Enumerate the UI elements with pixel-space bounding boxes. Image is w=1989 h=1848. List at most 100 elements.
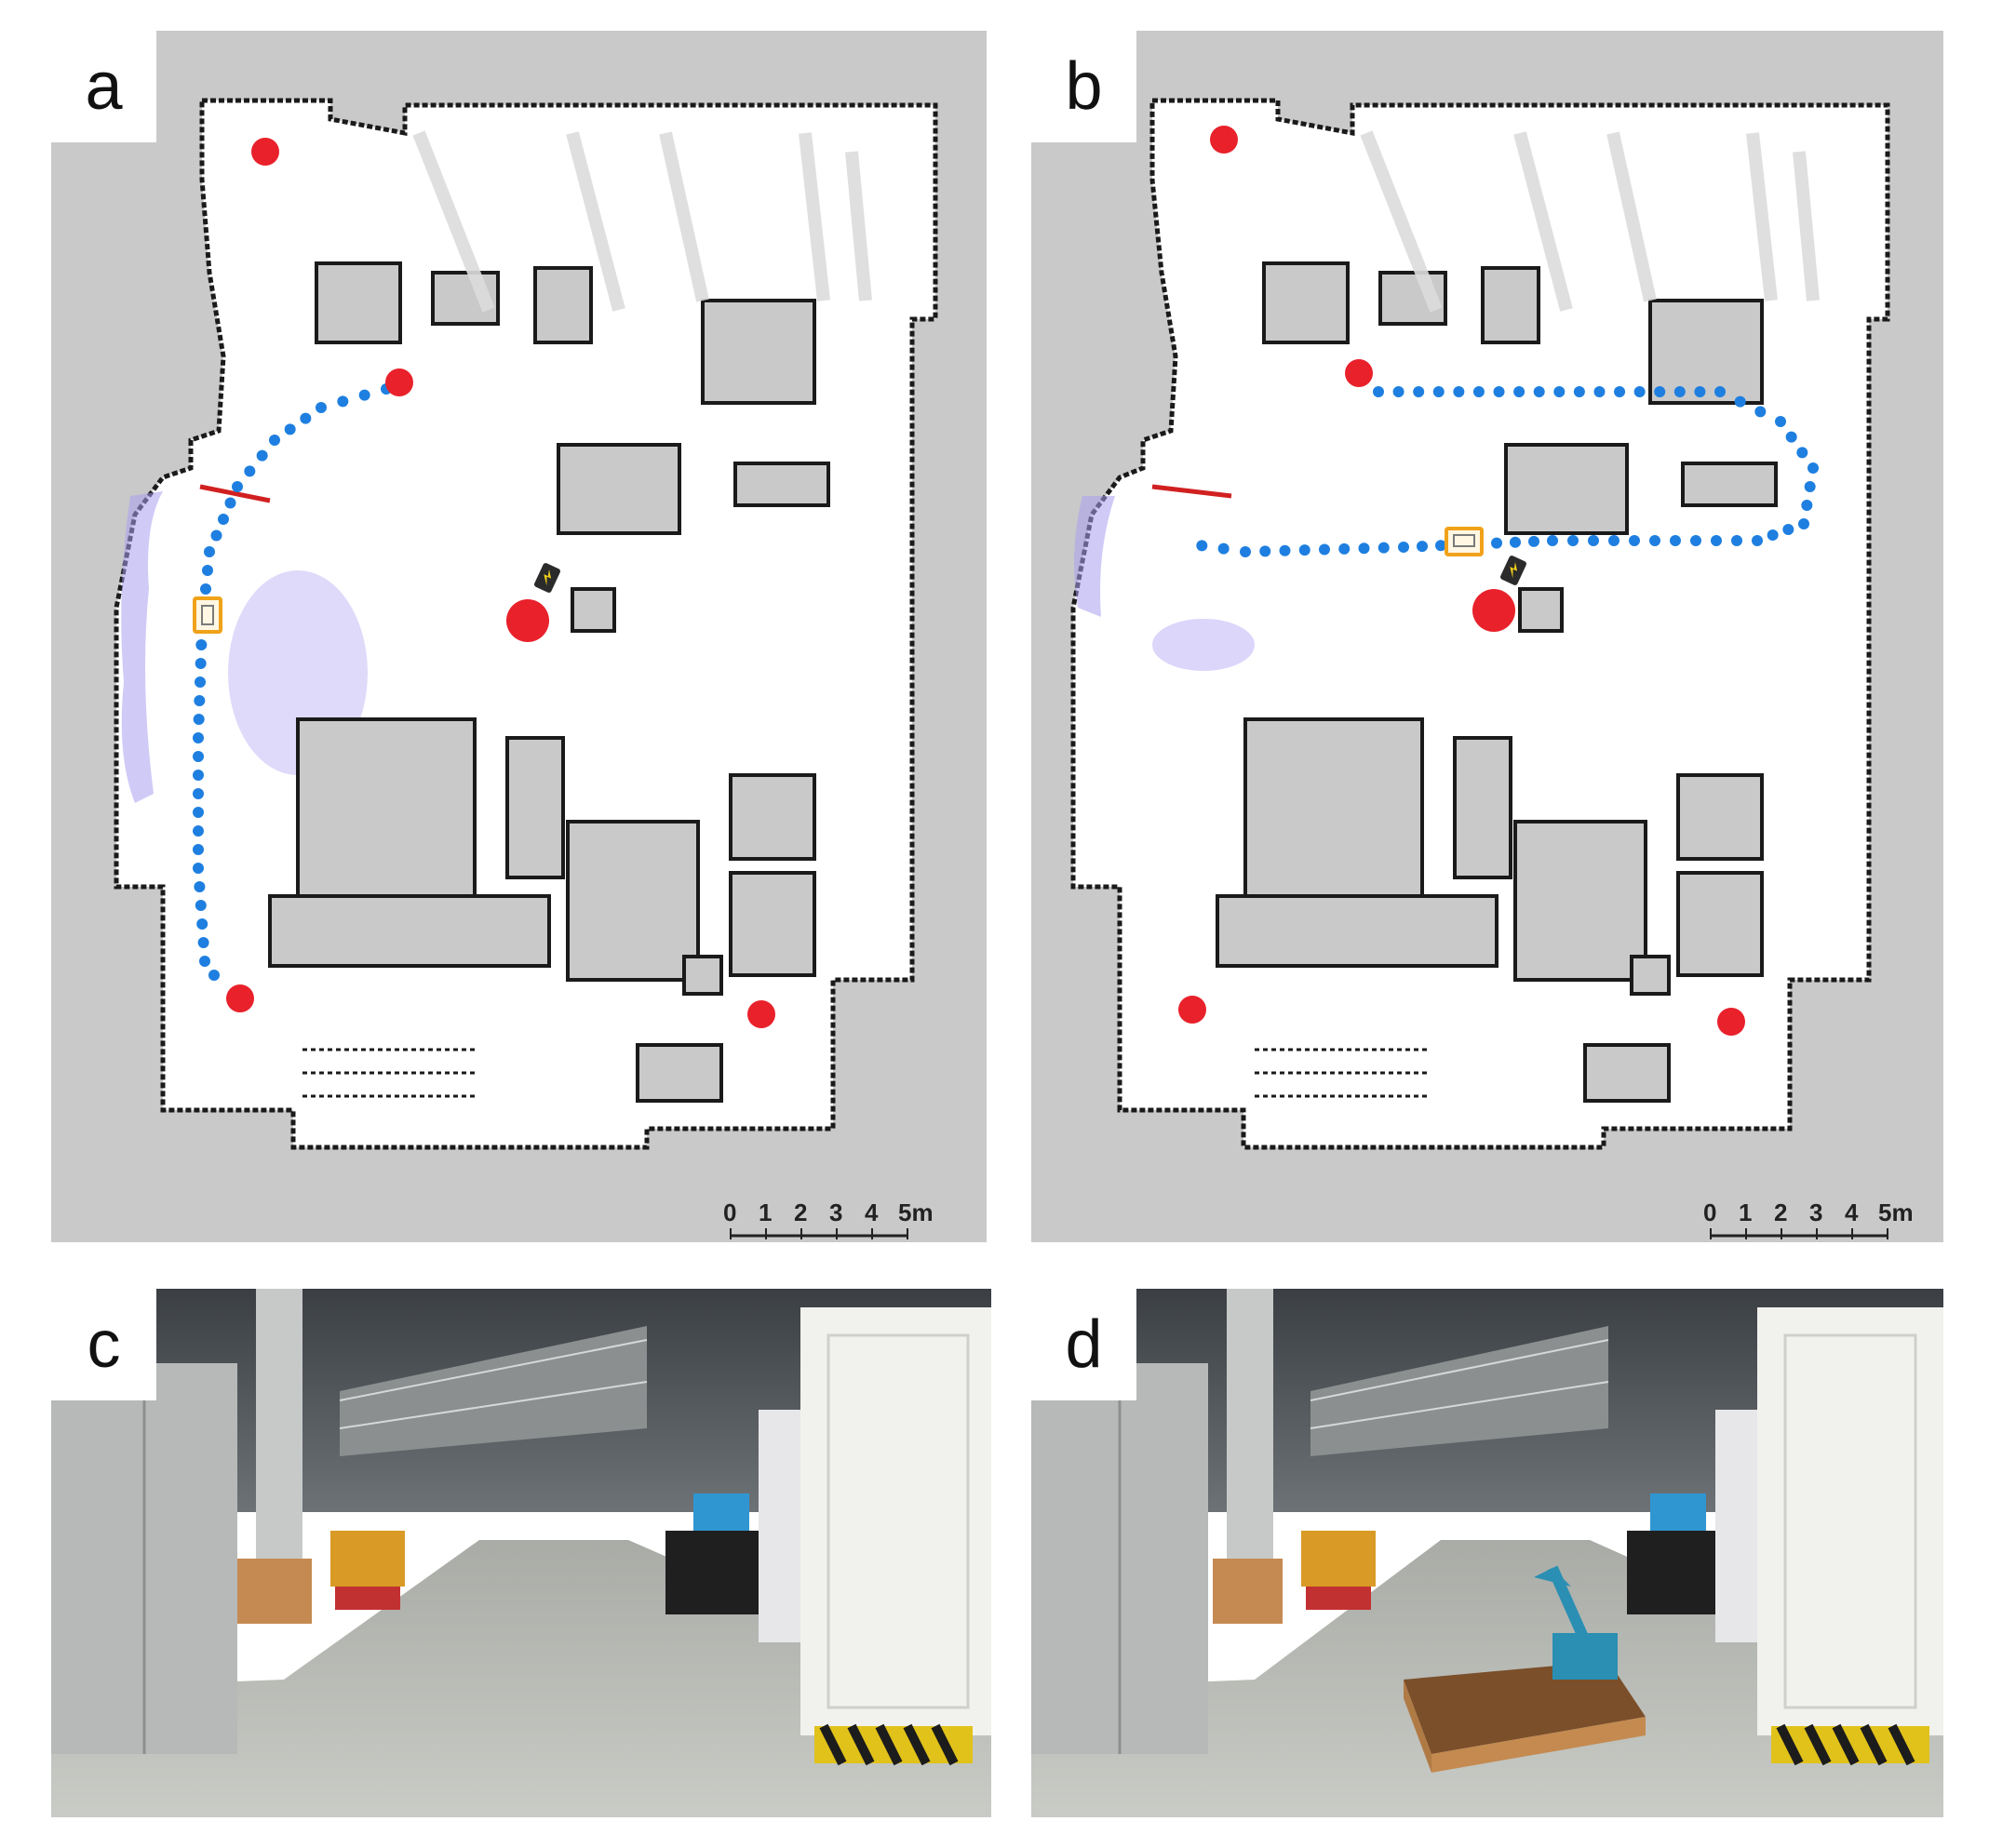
robot-marker (506, 599, 549, 642)
goal-marker (251, 138, 279, 166)
path-dot (1435, 540, 1446, 552)
machine-base (665, 1531, 768, 1614)
path-dot (1453, 386, 1465, 397)
path-dot (1752, 535, 1763, 546)
path-dot (193, 770, 204, 781)
path-dot (1608, 535, 1619, 546)
path-dot (1417, 541, 1428, 553)
photo-panel-c: c (51, 1289, 991, 1817)
path-dot (202, 565, 213, 576)
path-dot (195, 900, 207, 911)
path-dot (1491, 537, 1502, 549)
panel-label-box (51, 1289, 156, 1400)
path-dot (1413, 386, 1425, 397)
path-dot (1673, 386, 1686, 397)
path-dot (1614, 386, 1626, 397)
scale-tick-label: 1 (1739, 1199, 1753, 1226)
path-dot (224, 497, 236, 509)
map-a-inflation-left (121, 491, 163, 803)
path-dot (193, 863, 204, 874)
yellow-cart (1301, 1531, 1376, 1587)
panel-label-box (51, 31, 156, 142)
path-dot (1493, 386, 1505, 397)
path-dot (1690, 535, 1701, 546)
path-dot (1654, 386, 1666, 397)
path-dot (193, 807, 204, 818)
charging-station-icon (534, 563, 560, 593)
blue-machine (693, 1493, 749, 1531)
path-dot (1731, 535, 1742, 546)
door-panel (1783, 1333, 1917, 1709)
path-dot (1633, 386, 1646, 397)
scale-tick-label: 4 (865, 1199, 879, 1226)
map-panel-b: b 0 1 2 3 4 5m (1031, 31, 1943, 1242)
path-dot (358, 389, 370, 401)
path-dot (195, 676, 206, 688)
scale-bar-line (1710, 1228, 1888, 1239)
path-dot (1279, 544, 1291, 556)
path-dot (284, 423, 296, 435)
path-dot (244, 465, 256, 477)
path-dot (1398, 542, 1409, 553)
path-dot (193, 788, 204, 799)
mezzanine (340, 1326, 647, 1456)
path-dot (1801, 500, 1813, 511)
path-dot (1782, 524, 1794, 535)
map-b-racks (1255, 1048, 1427, 1098)
scale-bar-line (730, 1228, 908, 1239)
path-dot (1798, 518, 1809, 529)
map-a-svg (51, 31, 987, 1242)
path-dot (1547, 535, 1558, 546)
scale-tick-label: 5m (898, 1199, 934, 1226)
scale-tick-label: 2 (1774, 1199, 1788, 1226)
poster-stand (759, 1410, 800, 1642)
path-dot (210, 529, 222, 542)
path-dot (194, 695, 206, 706)
cart-wheels (335, 1587, 400, 1610)
mezzanine (1310, 1326, 1608, 1456)
path-dot (1588, 535, 1599, 546)
path-dot (1196, 540, 1208, 552)
door-panel (827, 1333, 970, 1709)
photo-c-svg (51, 1289, 991, 1817)
white-door (1757, 1307, 1943, 1735)
path-dot (1472, 386, 1485, 397)
path-dot (256, 449, 268, 462)
robot-marker (1472, 589, 1515, 632)
scale-bar: 0 1 2 3 4 5m (721, 1199, 987, 1242)
scale-tick-label: 4 (1845, 1199, 1859, 1226)
path-dot (1796, 447, 1808, 459)
path-dot (1734, 395, 1746, 408)
panel-label-box (1031, 31, 1136, 142)
path-dot (1714, 386, 1726, 397)
path-dot (195, 658, 207, 669)
path-dot (193, 825, 204, 837)
path-dot (193, 714, 205, 725)
path-dot (1319, 543, 1330, 556)
scale-tick-label: 2 (794, 1199, 808, 1226)
path-dot (1593, 386, 1606, 397)
scale-tick-label: 1 (759, 1199, 773, 1226)
path-dot (1259, 545, 1271, 557)
path-dot (1240, 546, 1251, 557)
scale-tick-label: 0 (723, 1199, 737, 1226)
map-a-laser-rays (412, 130, 872, 313)
path-dot (1775, 416, 1786, 427)
panel-label-d: d (1065, 1307, 1103, 1382)
railing (1310, 1339, 1609, 1429)
goal-marker (1178, 996, 1206, 1024)
path-dot (1217, 542, 1230, 555)
path-dot (194, 881, 206, 892)
column (256, 1289, 302, 1596)
path-dot (1392, 386, 1404, 397)
path-dot (1533, 386, 1545, 397)
path-dot (1670, 535, 1681, 546)
path-dot (1573, 386, 1585, 397)
hazard-stripe-lines (819, 1723, 959, 1766)
goal-marker (747, 1000, 775, 1028)
path-dot (1432, 386, 1445, 397)
path-dot (1513, 386, 1525, 397)
blue-machine (1650, 1493, 1706, 1531)
map-a-obstacles (268, 261, 830, 1103)
path-dot (1378, 542, 1390, 554)
